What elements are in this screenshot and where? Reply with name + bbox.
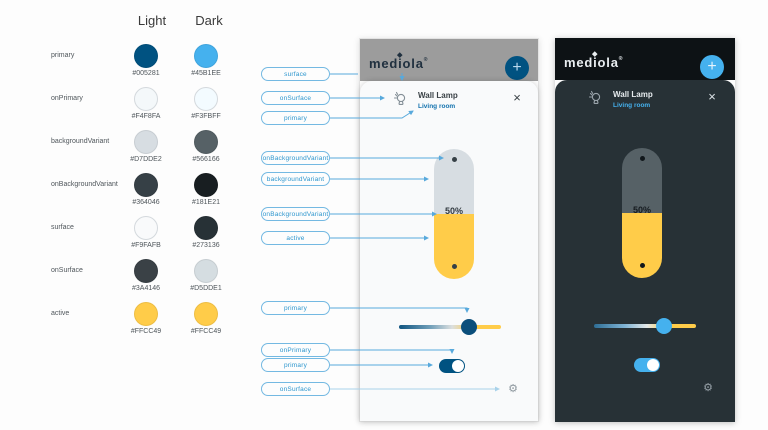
hex-label: #45B1EE xyxy=(191,70,221,77)
swatch-onBackgroundVariant-dark xyxy=(194,173,218,197)
connector-label-primary: primary xyxy=(261,301,330,315)
close-icon[interactable]: × xyxy=(513,90,521,105)
close-icon[interactable]: × xyxy=(708,89,716,104)
slider-top-dot xyxy=(639,156,645,161)
palette-row-name: primary xyxy=(51,52,75,59)
device-title: Wall Lamp xyxy=(613,90,653,99)
phone-mockup-light: mediola® + Wall Lamp Living room × 50% xyxy=(359,38,539,422)
swatch-active-light xyxy=(134,302,158,326)
hex-label: #005281 xyxy=(132,70,160,77)
toggle-knob xyxy=(452,360,464,372)
hex-label: #F4F8FA xyxy=(131,113,161,120)
hex-label: #364046 xyxy=(132,199,160,206)
palette-row-name: onSurface xyxy=(51,267,83,274)
brightness-level-label: 50% xyxy=(632,205,651,215)
lamp-icon xyxy=(393,91,406,105)
hex-label: #F3FBFF xyxy=(191,113,221,120)
add-device-button[interactable]: + xyxy=(505,56,529,80)
palette-row-name: backgroundVariant xyxy=(51,138,110,145)
device-title: Wall Lamp xyxy=(418,91,458,100)
slider-top-dot xyxy=(451,157,457,162)
palette-row-name: onPrimary xyxy=(51,95,83,102)
connector-label-primary: primary xyxy=(261,358,330,372)
settings-gear-icon[interactable]: ⚙ xyxy=(508,383,518,395)
swatch-onSurface-light xyxy=(134,259,158,283)
hex-label: #566166 xyxy=(192,156,220,163)
settings-gear-icon[interactable]: ⚙ xyxy=(703,382,713,394)
plus-icon: + xyxy=(512,59,522,76)
connector-label-backgroundVariant: backgroundVariant xyxy=(261,172,330,186)
connector-label-onPrimary: onPrimary xyxy=(261,343,330,357)
toggle-knob xyxy=(647,359,659,371)
connector-label-primary: primary xyxy=(261,111,330,125)
hex-label: #D5DDE1 xyxy=(190,285,222,292)
brand-logo: mediola® xyxy=(564,51,623,70)
light-column-header: Light xyxy=(137,13,167,28)
app-header: mediola® + xyxy=(555,38,735,80)
palette-row-name: onBackgroundVariant xyxy=(51,181,118,188)
hex-label: #181E21 xyxy=(191,199,221,206)
brand-logo: mediola® xyxy=(369,52,428,71)
dark-column-header: Dark xyxy=(195,13,223,28)
swatch-backgroundVariant-light xyxy=(134,130,158,154)
hex-label: #3A4146 xyxy=(131,285,161,292)
color-temperature-slider[interactable] xyxy=(594,324,696,328)
connector-label-surface: surface xyxy=(261,67,330,81)
swatch-onBackgroundVariant-light xyxy=(134,173,158,197)
add-device-button[interactable]: + xyxy=(700,55,724,79)
swatch-backgroundVariant-dark xyxy=(194,130,218,154)
hex-label: #D7DDE2 xyxy=(130,156,162,163)
swatch-surface-light xyxy=(134,216,158,240)
slider-bottom-dot xyxy=(639,263,645,268)
brightness-fill-active xyxy=(622,213,662,278)
phone-mockup-dark: mediola® + Wall Lamp Living room × 50% xyxy=(555,38,735,422)
hex-label: #FFCC49 xyxy=(190,328,222,335)
swatch-onPrimary-light xyxy=(134,87,158,111)
swatch-active-dark xyxy=(194,302,218,326)
device-card-surface: Wall Lamp Living room × 50% ⚙ xyxy=(555,80,735,422)
lamp-icon xyxy=(588,90,601,104)
app-header: mediola® + xyxy=(360,39,538,81)
brightness-slider[interactable]: 50% xyxy=(434,149,474,279)
swatch-primary-light xyxy=(134,44,158,68)
brightness-fill-active xyxy=(434,214,474,279)
palette-row-name: active xyxy=(51,310,70,317)
connector-label-onBackgroundVariant: onBackgroundVariant xyxy=(261,151,330,165)
plus-icon: + xyxy=(707,58,717,75)
hex-label: #F9FAFB xyxy=(131,242,161,249)
device-card-surface: Wall Lamp Living room × 50% ⚙ xyxy=(360,81,538,421)
power-toggle[interactable] xyxy=(439,359,465,373)
color-temperature-slider[interactable] xyxy=(399,325,501,329)
swatch-primary-dark xyxy=(194,44,218,68)
power-toggle[interactable] xyxy=(634,358,660,372)
slider-bottom-dot xyxy=(451,264,457,269)
connector-label-onBackgroundVariant: onBackgroundVariant xyxy=(261,207,330,221)
connector-label-onSurface: onSurface xyxy=(261,382,330,396)
hex-label: #273136 xyxy=(192,242,220,249)
swatch-onSurface-dark xyxy=(194,259,218,283)
connector-label-active: active xyxy=(261,231,330,245)
hex-label: #FFCC49 xyxy=(130,328,162,335)
registered-mark: ® xyxy=(618,56,623,62)
connector-label-onSurface: onSurface xyxy=(261,91,330,105)
color-temperature-knob[interactable] xyxy=(461,319,477,335)
color-temperature-knob[interactable] xyxy=(656,318,672,334)
palette-row-name: surface xyxy=(51,224,74,231)
swatch-onPrimary-dark xyxy=(194,87,218,111)
brightness-slider[interactable]: 50% xyxy=(622,148,662,278)
registered-mark: ® xyxy=(423,57,428,63)
device-room-label: Living room xyxy=(418,103,456,110)
swatch-surface-dark xyxy=(194,216,218,240)
device-room-label: Living room xyxy=(613,102,651,109)
brightness-level-label: 50% xyxy=(444,206,463,216)
